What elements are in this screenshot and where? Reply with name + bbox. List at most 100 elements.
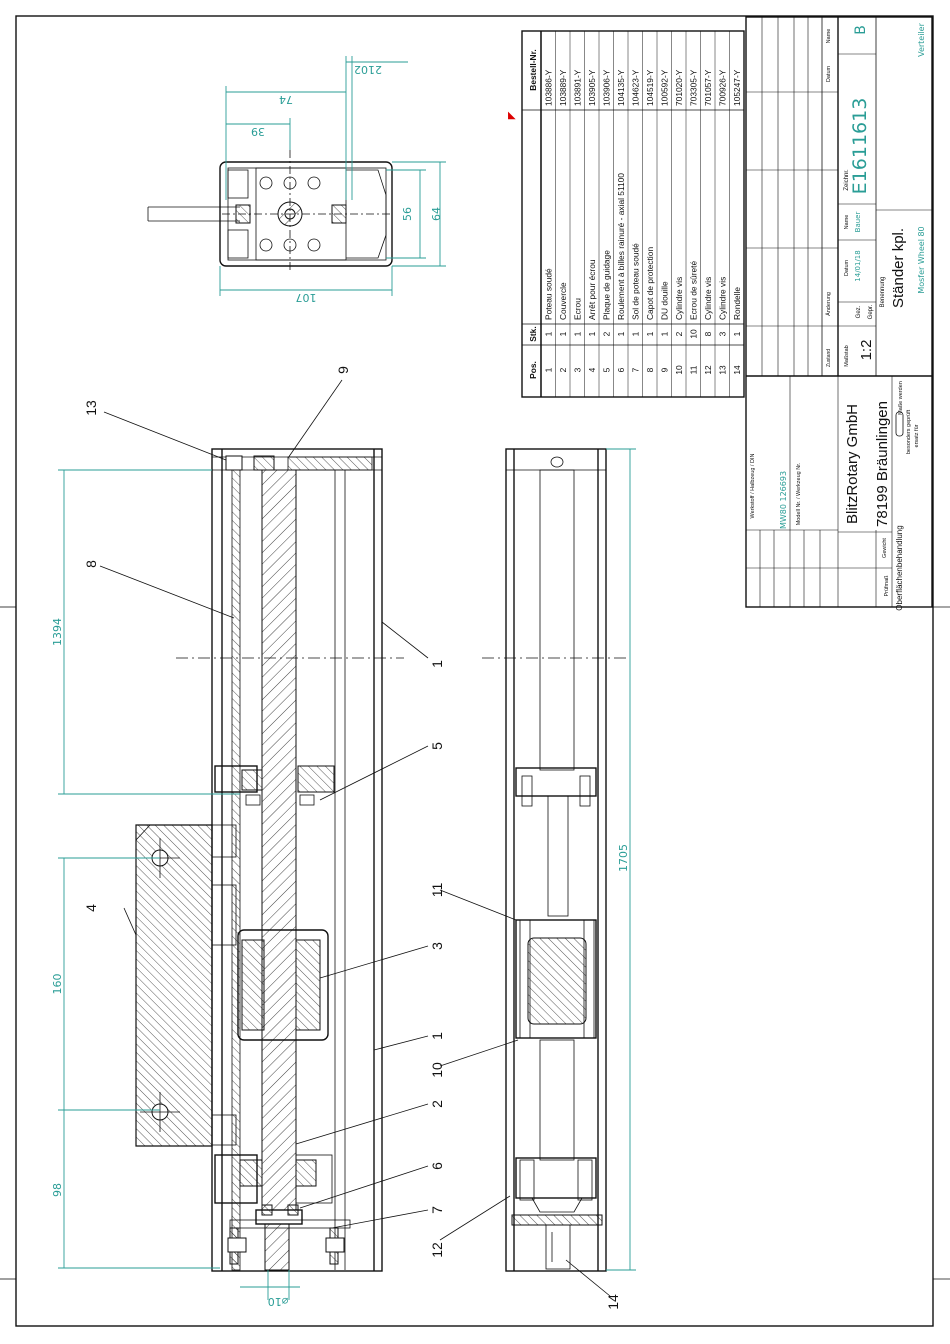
- callout-9: 9: [335, 366, 351, 374]
- parts-row-qty: 1: [732, 331, 742, 336]
- parts-row-qty: 1: [630, 331, 640, 336]
- parts-row-qty: 1: [558, 331, 568, 336]
- parts-row-order-no: 700926-Y: [717, 69, 727, 106]
- parts-row-desc: Ecrou de sûreté: [688, 261, 698, 320]
- weight-label: Gewicht: [882, 538, 888, 558]
- parts-row-order-no: 104519-Y: [645, 69, 655, 106]
- checked-label: Gepr.: [868, 304, 874, 319]
- drawn-date: 14/01/18: [854, 250, 862, 281]
- parts-row-order-no: 701057-Y: [703, 69, 713, 106]
- parts-row-order-no: 100592-Y: [659, 69, 669, 106]
- tolerance-label: Prüfmaß: [884, 575, 890, 597]
- parts-row-order-no: 703305-Y: [688, 69, 698, 106]
- parts-row-order-no: 105247-Y: [732, 69, 742, 106]
- parts-row-order-no: 103891-Y: [572, 69, 582, 106]
- parts-row-pos: 2: [558, 367, 568, 372]
- parts-row-desc: Sol de poteau soudé: [630, 243, 640, 320]
- distribution-label: Verteiler: [917, 22, 926, 56]
- parts-row-pos: 10: [674, 365, 684, 375]
- drawing-title: Ständer kpl.: [890, 228, 907, 308]
- parts-row-desc: Cylindre vis: [674, 277, 684, 320]
- parts-row-desc: Plaque de guidage: [601, 250, 611, 320]
- company-city: 78199 Bräunlingen: [874, 401, 891, 527]
- parts-row-desc: Couvercle: [558, 282, 568, 320]
- scale-value: 1:2: [858, 340, 875, 361]
- parts-row-desc: Arrêt pour écrou: [587, 259, 597, 320]
- parts-row-desc: Cylindre vis: [703, 277, 713, 320]
- dimension-labels: 1394 160 98 1705 ⌀10 107 56 64 39 74 210…: [51, 63, 630, 1308]
- parts-row-desc: Ecrou: [572, 298, 582, 320]
- header-pos: Pos.: [528, 361, 538, 379]
- parts-row-pos: 13: [717, 365, 727, 375]
- dim-1705: 1705: [617, 844, 630, 872]
- dim-diameter-10: ⌀10: [268, 1295, 289, 1308]
- material-value: MW80 126693: [779, 471, 788, 529]
- callout-1b: 1: [429, 1032, 445, 1040]
- parts-row-desc: Roulement à billes rainuré - axial 51100: [616, 173, 626, 320]
- parts-row-pos: 1: [543, 367, 553, 372]
- parts-row-qty: 1: [587, 331, 597, 336]
- dim-98: 98: [51, 1183, 64, 1197]
- parts-row-desc: DU douille: [659, 281, 669, 320]
- parts-row-qty: 1: [543, 331, 553, 336]
- change-label: Änderung: [825, 292, 832, 316]
- dim-1394: 1394: [51, 618, 64, 646]
- callout-6: 6: [429, 1162, 445, 1170]
- drawn-name: Bauer: [854, 212, 862, 233]
- dim-2102: 2102: [354, 63, 382, 76]
- note-2: besonders geprüft: [906, 409, 912, 454]
- parts-row-pos: 14: [732, 365, 742, 375]
- title-block: BlitzRotary GmbH 78199 Bräunlingen Werks…: [745, 16, 933, 611]
- side-view: [482, 448, 630, 1272]
- callout-2: 2: [429, 1100, 445, 1108]
- parts-row-order-no: 701020-Y: [674, 69, 684, 106]
- parts-row-pos: 4: [587, 367, 597, 372]
- parts-row-qty: 3: [717, 331, 727, 336]
- callout-1a: 1: [429, 660, 445, 668]
- parts-row-pos: 7: [630, 367, 640, 372]
- parts-row-qty: 1: [616, 331, 626, 336]
- model-label: Modell Nr. / Werkzeug Nr.: [796, 462, 802, 525]
- parts-row-order-no: 103886-Y: [543, 69, 553, 106]
- dim-39: 39: [251, 125, 265, 138]
- header-order-no: Bestell-Nr.: [528, 49, 538, 90]
- dim-107: 107: [296, 291, 317, 304]
- red-mark: ◣: [508, 110, 516, 121]
- title-label: Benennung: [880, 277, 886, 308]
- callout-5: 5: [429, 742, 445, 750]
- parts-row-desc: Cylindre vis: [717, 277, 727, 320]
- dim-56: 56: [401, 207, 414, 221]
- company-name: BlitzRotary GmbH: [844, 404, 861, 524]
- revision: B: [853, 25, 869, 35]
- drawn-label: Gez.: [856, 305, 862, 318]
- parts-row-order-no: 104135-Y: [616, 69, 626, 106]
- parts-row-order-no: 103905-Y: [587, 69, 597, 106]
- index-label: Zustand: [826, 349, 832, 367]
- note-3: ersatz für: [914, 424, 920, 447]
- parts-row-desc: Capot de protection: [645, 247, 655, 320]
- parts-row-pos: 8: [645, 367, 655, 372]
- note-1: Maße werden: [898, 381, 904, 415]
- dimensions: [58, 56, 636, 1300]
- top-view: [147, 150, 393, 272]
- header-qty: Stk.: [528, 326, 538, 341]
- dim-64: 64: [430, 207, 443, 221]
- material-label: Werkstoff / Halbzeug / DIN: [750, 454, 756, 519]
- name-label: Name: [844, 215, 850, 230]
- parts-row-order-no: 103906-Y: [601, 69, 611, 106]
- callout-8: 8: [83, 560, 99, 568]
- parts-row-qty: 2: [601, 331, 611, 336]
- parts-row-qty: 1: [645, 331, 655, 336]
- dim-74: 74: [279, 93, 293, 106]
- drawing-subtitle: Mosfer Wheel 80: [917, 226, 926, 293]
- callout-labels: 1 1 2 3 4 5 6 7 8 9 10 11 12 13 14: [83, 366, 621, 1310]
- parts-row-pos: 6: [616, 367, 626, 372]
- parts-row-pos: 5: [601, 367, 611, 372]
- drawing-frame: [15, 15, 934, 1327]
- callout-4: 4: [83, 904, 99, 912]
- parts-row-desc: Rondelle: [732, 287, 742, 320]
- callout-10: 10: [429, 1062, 445, 1078]
- parts-row-pos: 3: [572, 367, 582, 372]
- parts-row-qty: 8: [703, 331, 713, 336]
